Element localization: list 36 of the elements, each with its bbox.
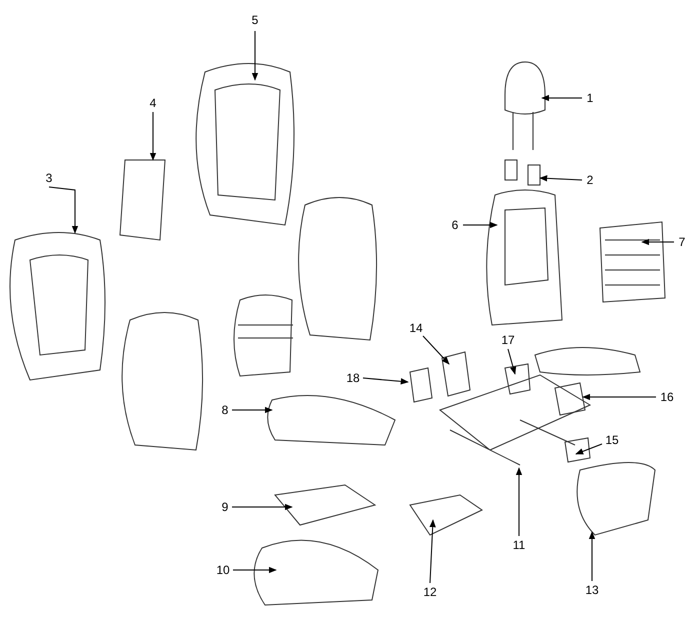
leader-line xyxy=(422,336,450,365)
leader-line xyxy=(150,112,156,161)
callout-number: 13 xyxy=(584,583,600,597)
callout-number: 12 xyxy=(422,585,438,599)
callout-number: 6 xyxy=(450,218,460,232)
callout-number: 17 xyxy=(500,333,516,347)
leader-line xyxy=(641,238,674,246)
callout-number: 2 xyxy=(586,173,594,187)
leader-line xyxy=(575,444,602,454)
callout-number: 11 xyxy=(512,538,526,552)
callout-number: 14 xyxy=(408,321,424,335)
leader-line xyxy=(232,504,293,510)
callout-number: 5 xyxy=(250,13,260,27)
callout-number: 4 xyxy=(148,96,158,110)
callout-number: 7 xyxy=(678,235,686,249)
callout-number: 9 xyxy=(220,500,230,514)
callout-number: 10 xyxy=(215,563,231,577)
leader-line xyxy=(588,531,596,582)
leader-line xyxy=(252,30,258,81)
leader-line xyxy=(462,222,498,228)
callout-number: 15 xyxy=(604,433,620,447)
leader-line xyxy=(582,394,656,400)
leader-line xyxy=(516,467,522,536)
leader-line xyxy=(232,566,277,574)
leader-line xyxy=(48,186,78,234)
leader-line xyxy=(362,378,409,385)
callout-number: 8 xyxy=(220,403,230,417)
leader-line xyxy=(429,519,436,584)
leader-line xyxy=(539,175,582,182)
callout-number: 16 xyxy=(659,390,675,404)
leader-line xyxy=(541,94,582,102)
leader-line xyxy=(508,348,516,375)
callout-number: 1 xyxy=(586,91,594,105)
callout-number: 18 xyxy=(345,371,361,385)
leader-line xyxy=(232,406,273,414)
callout-number: 3 xyxy=(44,171,54,185)
